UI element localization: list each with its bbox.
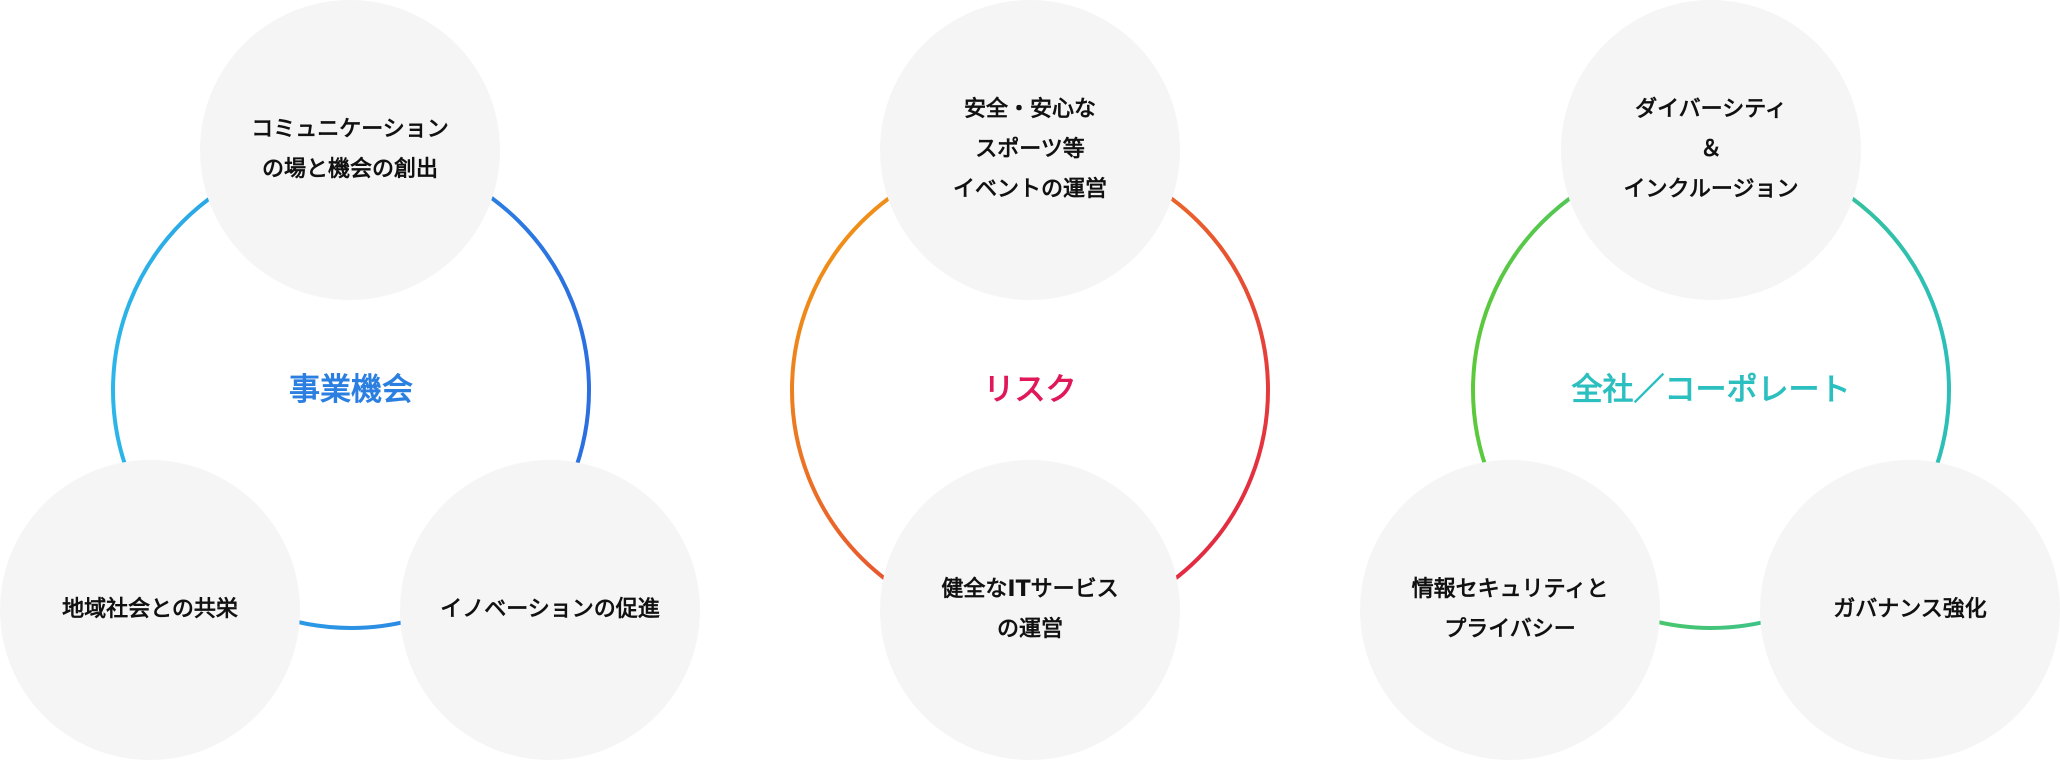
group-corporate: ダイバーシティ ＆ インクルージョン 情報セキュリティと プライバシー ガバナン…	[1360, 0, 2060, 760]
node-it-services: 健全なITサービス の運営	[880, 460, 1180, 760]
group-title: 全社／コーポレート	[1571, 372, 1851, 408]
node-communication: コミュニケーション の場と機会の創出	[200, 0, 500, 300]
node-safe-events: 安全・安心な スポーツ等 イベントの運営	[880, 0, 1180, 300]
group-title: 事業機会	[289, 372, 413, 408]
group-business-opportunity: コミュニケーション の場と機会の創出 地域社会との共栄 イノベーションの促進 事…	[0, 0, 700, 760]
node-governance: ガバナンス強化	[1760, 460, 2060, 760]
node-security-privacy: 情報セキュリティと プライバシー	[1360, 460, 1660, 760]
node-innovation: イノベーションの促進	[400, 460, 700, 760]
group-risk: 安全・安心な スポーツ等 イベントの運営 健全なITサービス の運営 リスク	[730, 0, 1330, 760]
node-diversity: ダイバーシティ ＆ インクルージョン	[1561, 0, 1861, 300]
group-title: リスク	[983, 372, 1077, 408]
node-community: 地域社会との共栄	[0, 460, 300, 760]
